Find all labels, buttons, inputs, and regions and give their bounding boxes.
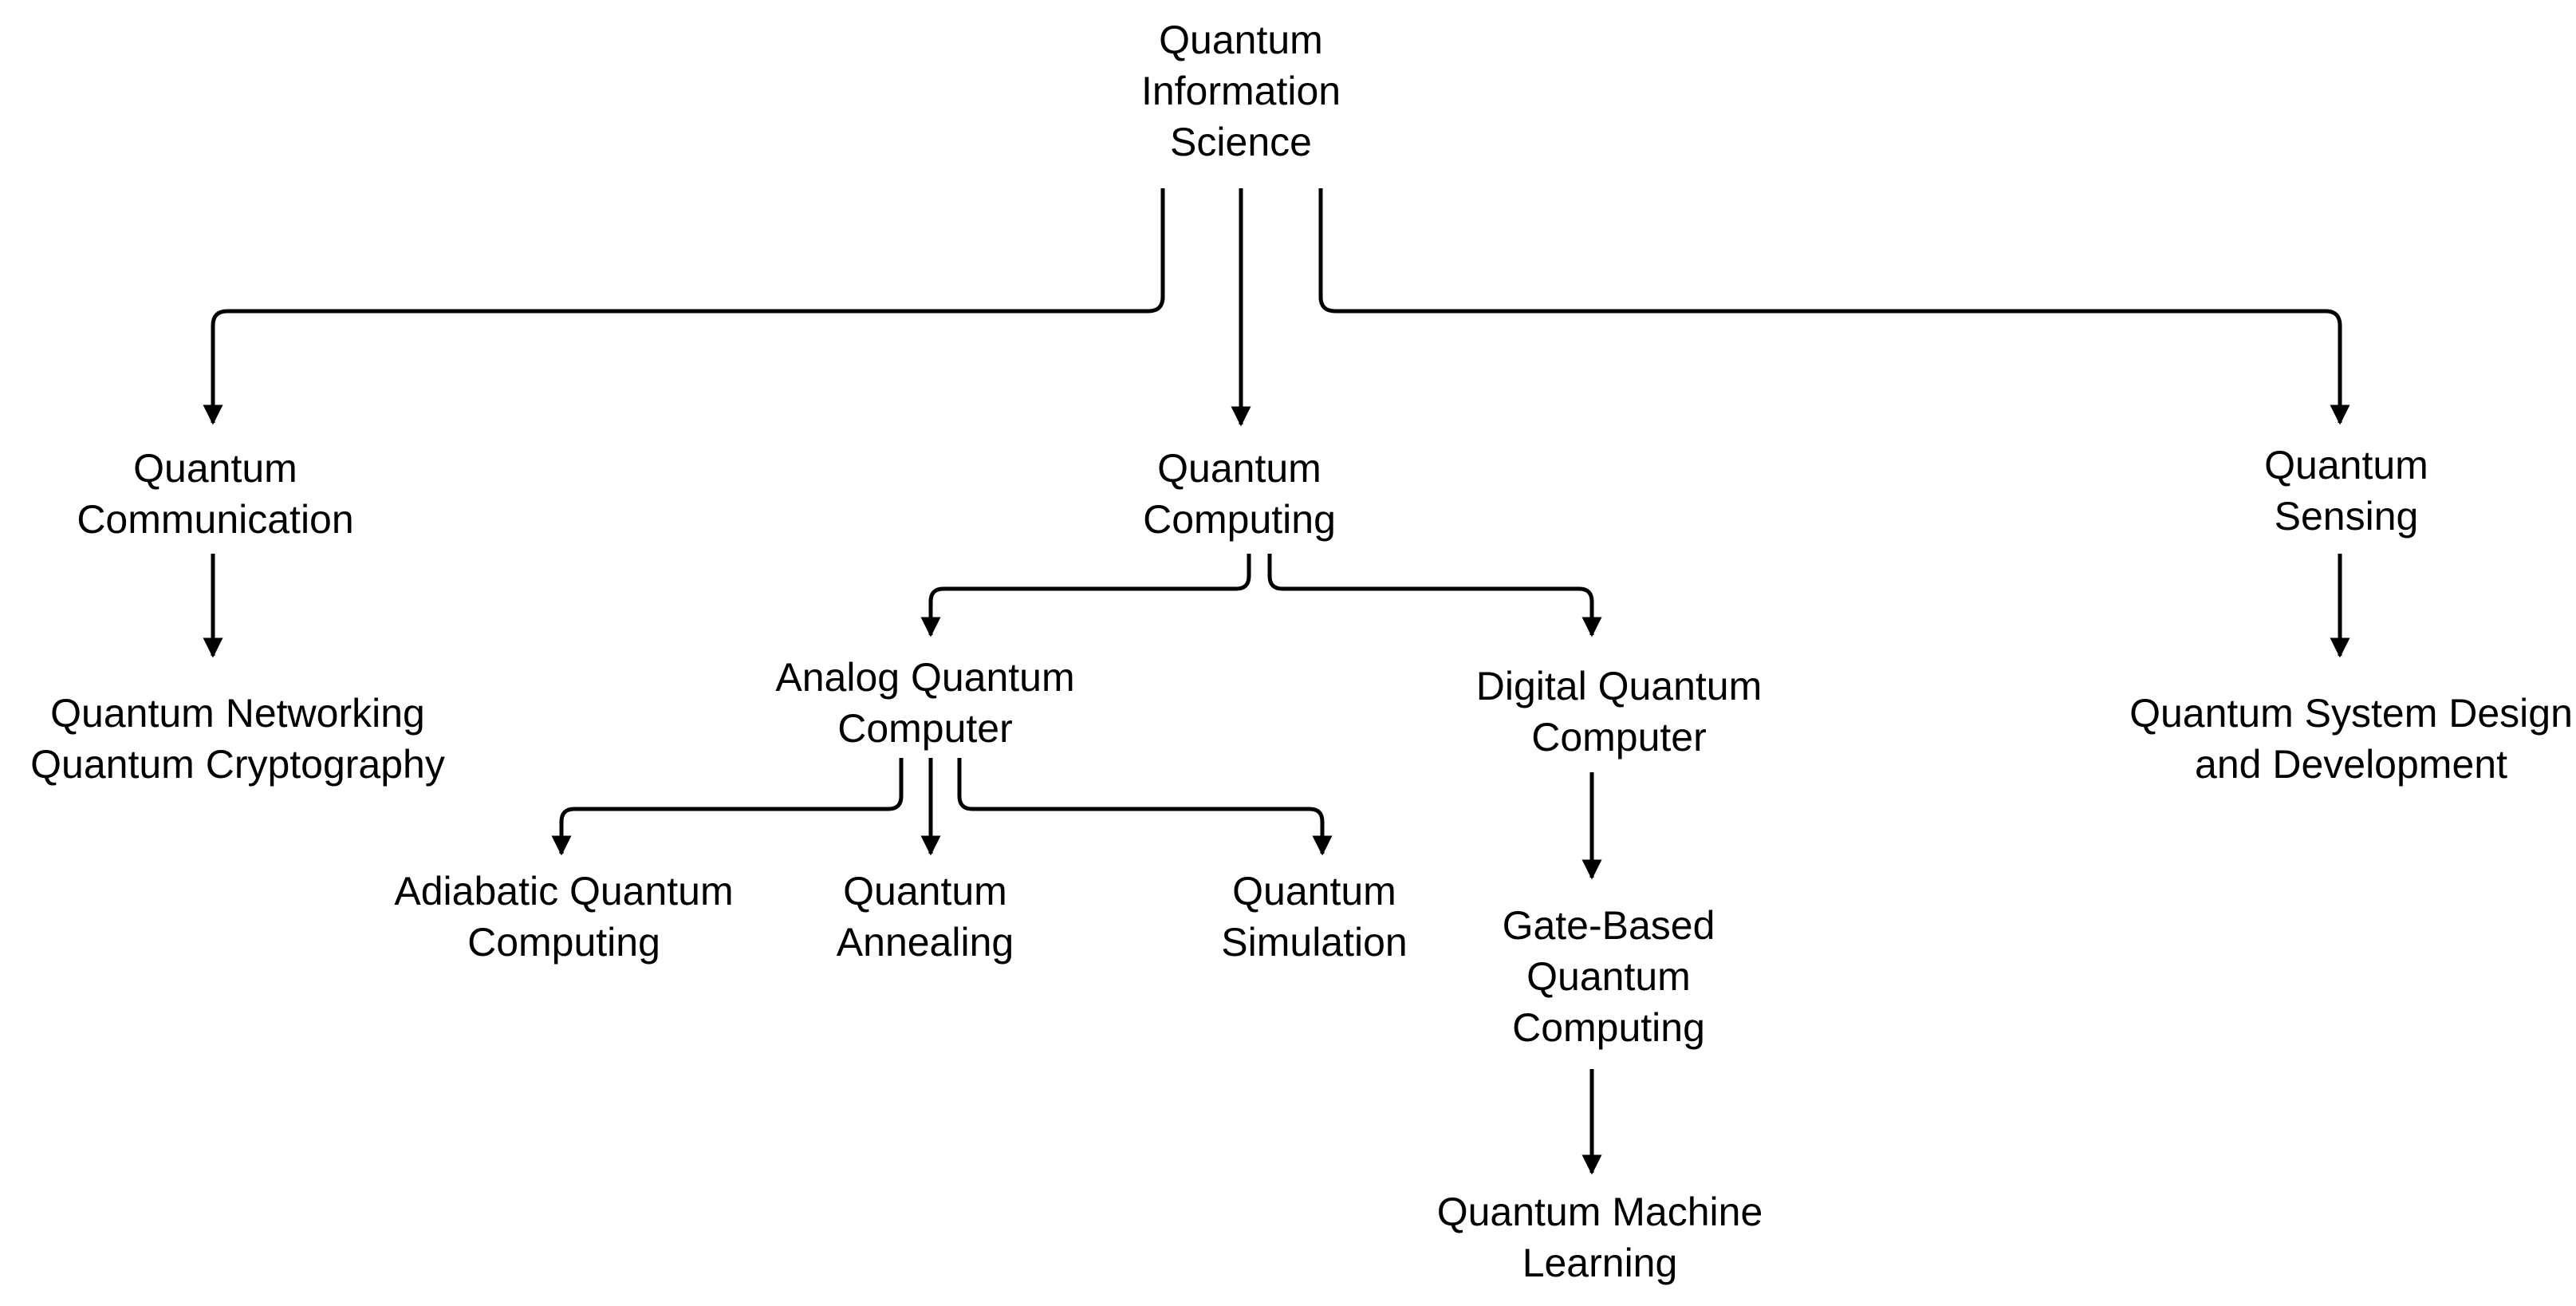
node-label-line: Quantum	[1159, 18, 1323, 62]
node-quantum-computing: Quantum Computing	[1143, 443, 1336, 545]
node-label-line: Information	[1140, 69, 1341, 113]
node-label-line: Computer	[1531, 715, 1707, 760]
node-label-line: Communication	[77, 497, 354, 542]
node-label-line: Annealing	[836, 920, 1014, 965]
node-analog-quantum-computer: Analog Quantum Computer	[775, 652, 1074, 754]
edge-root-to-communication	[203, 188, 1165, 425]
edge-analog-to-adiabatic	[551, 758, 904, 856]
node-adiabatic-quantum-computing: Adiabatic Quantum Computing	[394, 866, 733, 968]
node-label-line: Computing	[467, 920, 660, 965]
node-label-line: Digital Quantum	[1475, 664, 1763, 708]
node-label-line: Learning	[1522, 1241, 1678, 1285]
node-label-line: Computing	[1143, 497, 1336, 542]
node-quantum-system-design: Quantum System Design and Development	[2129, 688, 2573, 790]
edge-computing-to-digital	[1267, 554, 1602, 637]
node-quantum-machine-learning: Quantum Machine Learning	[1437, 1186, 1763, 1288]
node-gate-based-quantum-computing: Gate-Based Quantum Computing	[1503, 900, 1715, 1053]
node-quantum-communication: Quantum Communication	[77, 443, 353, 545]
node-label-line: Computing	[1512, 1005, 1705, 1050]
node-quantum-sensing: Quantum Sensing	[2264, 440, 2428, 542]
node-label-line: Quantum	[1232, 869, 1396, 913]
node-label-line: Simulation	[1221, 920, 1408, 965]
edge-computing-to-analog	[920, 554, 1251, 637]
node-label-line: Gate-Based	[1502, 903, 1715, 948]
edge-analog-to-simulation	[957, 758, 1333, 856]
node-label-line: Quantum	[1157, 446, 1321, 491]
node-label-line: Quantum	[2264, 443, 2428, 487]
node-label-line: Science	[1170, 120, 1312, 164]
node-label-line: Quantum System Design	[2129, 691, 2573, 736]
node-quantum-information-science: Quantum Information Science	[1141, 14, 1341, 168]
node-label-line: and Development	[2195, 742, 2507, 787]
node-label-line: Quantum Cryptography	[30, 742, 445, 787]
node-digital-quantum-computer: Digital Quantum Computer	[1476, 661, 1763, 763]
node-label-line: Quantum	[133, 446, 297, 491]
node-label-line: Quantum	[1526, 954, 1691, 999]
edge-root-to-sensing	[1318, 188, 2350, 425]
node-label-line: Sensing	[2274, 494, 2419, 539]
node-label-line: Computer	[837, 706, 1013, 751]
node-quantum-networking-cryptography: Quantum Networking Quantum Cryptography	[30, 688, 445, 790]
node-label-line: Adiabatic Quantum	[394, 869, 734, 913]
node-label-line: Quantum Machine	[1436, 1190, 1763, 1234]
node-quantum-annealing: Quantum Annealing	[837, 866, 1014, 968]
node-label-line: Quantum Networking	[50, 691, 425, 736]
node-quantum-simulation: Quantum Simulation	[1221, 866, 1407, 968]
node-label-line: Quantum	[843, 869, 1007, 913]
node-label-line: Analog Quantum	[775, 655, 1075, 700]
